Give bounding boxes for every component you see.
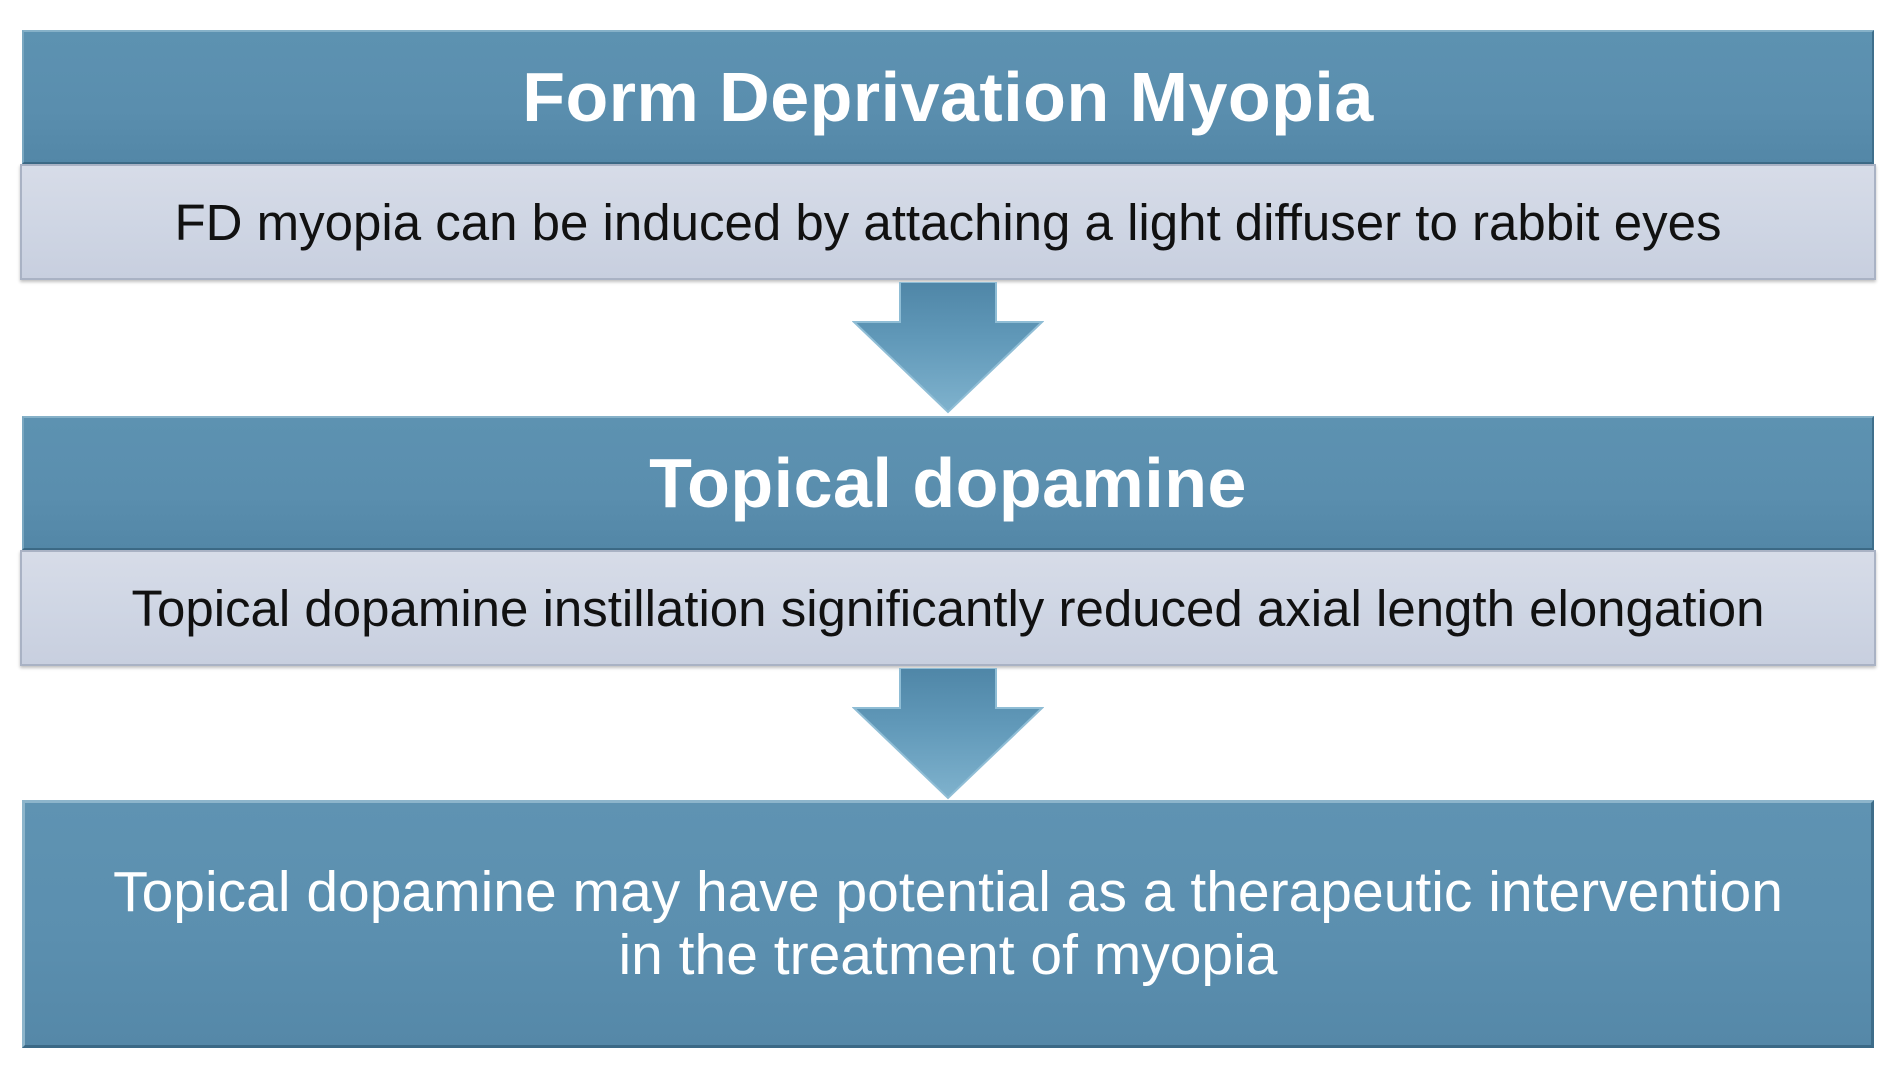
conclusion-line-1: Topical dopamine may have potential as a… [113,860,1783,924]
step-1-title: Form Deprivation Myopia [522,58,1374,136]
step-1-description-box: FD myopia can be induced by attaching a … [20,164,1876,280]
step-2-header: Topical dopamine [22,416,1874,550]
step-2-description: Topical dopamine instillation significan… [131,579,1765,637]
step-2-description-box: Topical dopamine instillation significan… [20,550,1876,666]
conclusion-box: Topical dopamine may have potential as a… [22,800,1874,1048]
down-arrow-icon [852,282,1044,414]
step-1-description: FD myopia can be induced by attaching a … [174,193,1722,251]
down-arrow-icon [852,668,1044,800]
conclusion-line-2: in the treatment of myopia [618,923,1278,987]
step-1-header: Form Deprivation Myopia [22,30,1874,164]
conclusion-text: Topical dopamine may have potential as a… [93,861,1803,987]
step-2-title: Topical dopamine [649,444,1247,522]
